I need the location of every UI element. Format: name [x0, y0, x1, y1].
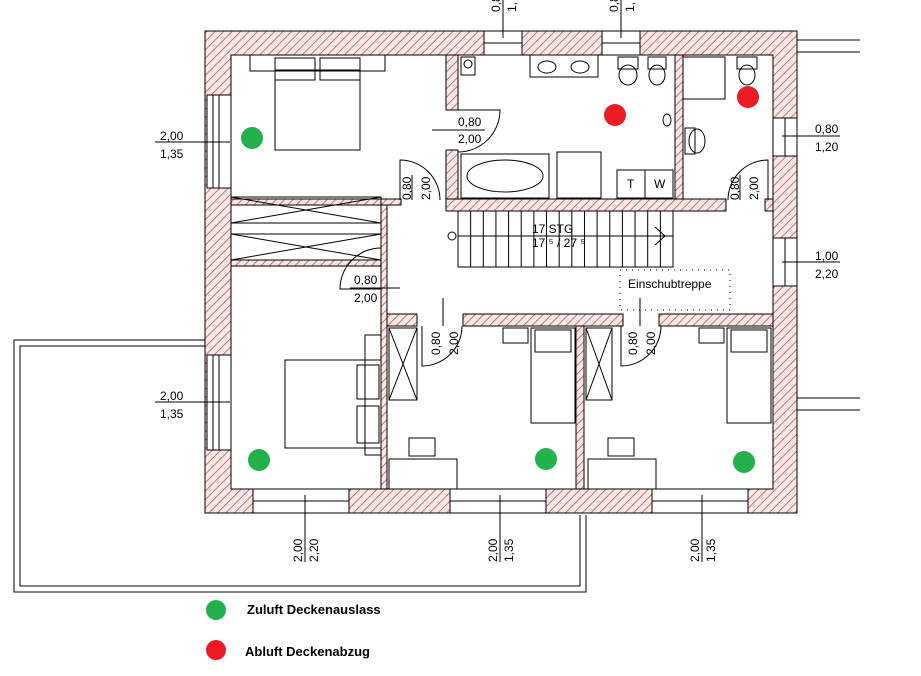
stairs-size: 17 ⁵ / 27 ⁵: [532, 236, 585, 250]
exhaust-marker: [604, 104, 626, 126]
windows: [206, 30, 798, 514]
win-bot-1-height: 2,20: [307, 538, 321, 562]
legend-supply-label: Zuluft Deckenauslass: [247, 602, 381, 617]
dimension-labels: 2,00 1,35 2,00 1,35 0,80 1,20 1,00 2,20 …: [160, 115, 839, 421]
door-5-width: 0,80: [626, 331, 640, 355]
stairs-count: 17 STG: [532, 222, 573, 236]
door-5-height: 2,00: [644, 331, 658, 355]
win-right-1-height: 1,20: [815, 140, 839, 154]
win-left-top-height: 1,35: [160, 147, 184, 161]
supply-marker: [535, 448, 557, 470]
outer-walls: [204, 30, 798, 514]
win-bot-3-height: 1,35: [704, 538, 718, 562]
furniture: T W: [230, 54, 772, 490]
win-bot-1-width: 2,00: [291, 538, 305, 562]
win-right-2-height: 2,20: [815, 267, 839, 281]
exhaust-marker: [737, 86, 759, 108]
win-left-bot-width: 2,00: [160, 389, 184, 403]
door-swings: [339, 109, 769, 367]
door-4-width: 0,80: [429, 331, 443, 355]
balcony-outline: [797, 39, 860, 411]
attic-ladder-label: Einschubtreppe: [628, 277, 712, 291]
staircase: [447, 210, 674, 268]
attic-ladder-outline: [619, 269, 731, 311]
legend: Zuluft Deckenauslass Abluft Deckenabzug: [206, 600, 381, 660]
door-2-width: 0,80: [728, 176, 742, 200]
supply-marker: [241, 127, 263, 149]
air-markers: [241, 86, 759, 473]
win-top-2-width: 0,80: [607, 0, 621, 12]
sink-label-t: T: [627, 177, 635, 191]
win-bot-2-width: 2,00: [486, 538, 500, 562]
interior-walls: [230, 54, 774, 490]
win-bot-2-height: 1,35: [502, 538, 516, 562]
win-top-1-height: 1,: [505, 2, 519, 12]
legend-supply-swatch: [206, 600, 226, 620]
door-2-height: 2,00: [747, 176, 761, 200]
door-1-height: 2,00: [419, 176, 433, 200]
door-0-width: 0,80: [458, 115, 482, 129]
win-bot-3-width: 2,00: [688, 538, 702, 562]
legend-exhaust-swatch: [206, 640, 226, 660]
win-left-top-width: 2,00: [160, 129, 184, 143]
win-top-2-height: 1,: [623, 2, 637, 12]
terrace-outline: [13, 339, 587, 593]
rotated-dimension-labels: 2,00 2,20 2,00 1,35 2,00 1,35 0,80 1, 0,…: [291, 0, 761, 562]
legend-exhaust-label: Abluft Deckenabzug: [245, 644, 370, 659]
dimension-leaders: [155, 0, 840, 562]
win-right-2-width: 1,00: [815, 249, 839, 263]
supply-marker: [248, 449, 270, 471]
door-1-width: 0,80: [400, 176, 414, 200]
door-3-width: 0,80: [354, 273, 378, 287]
win-top-1-width: 0,80: [489, 0, 503, 12]
door-4-height: 2,00: [447, 331, 461, 355]
door-3-height: 2,00: [354, 291, 378, 305]
sink-label-w: W: [654, 177, 666, 191]
door-0-height: 2,00: [458, 132, 482, 146]
win-right-1-width: 0,80: [815, 122, 839, 136]
win-left-bot-height: 1,35: [160, 407, 184, 421]
supply-marker: [733, 451, 755, 473]
